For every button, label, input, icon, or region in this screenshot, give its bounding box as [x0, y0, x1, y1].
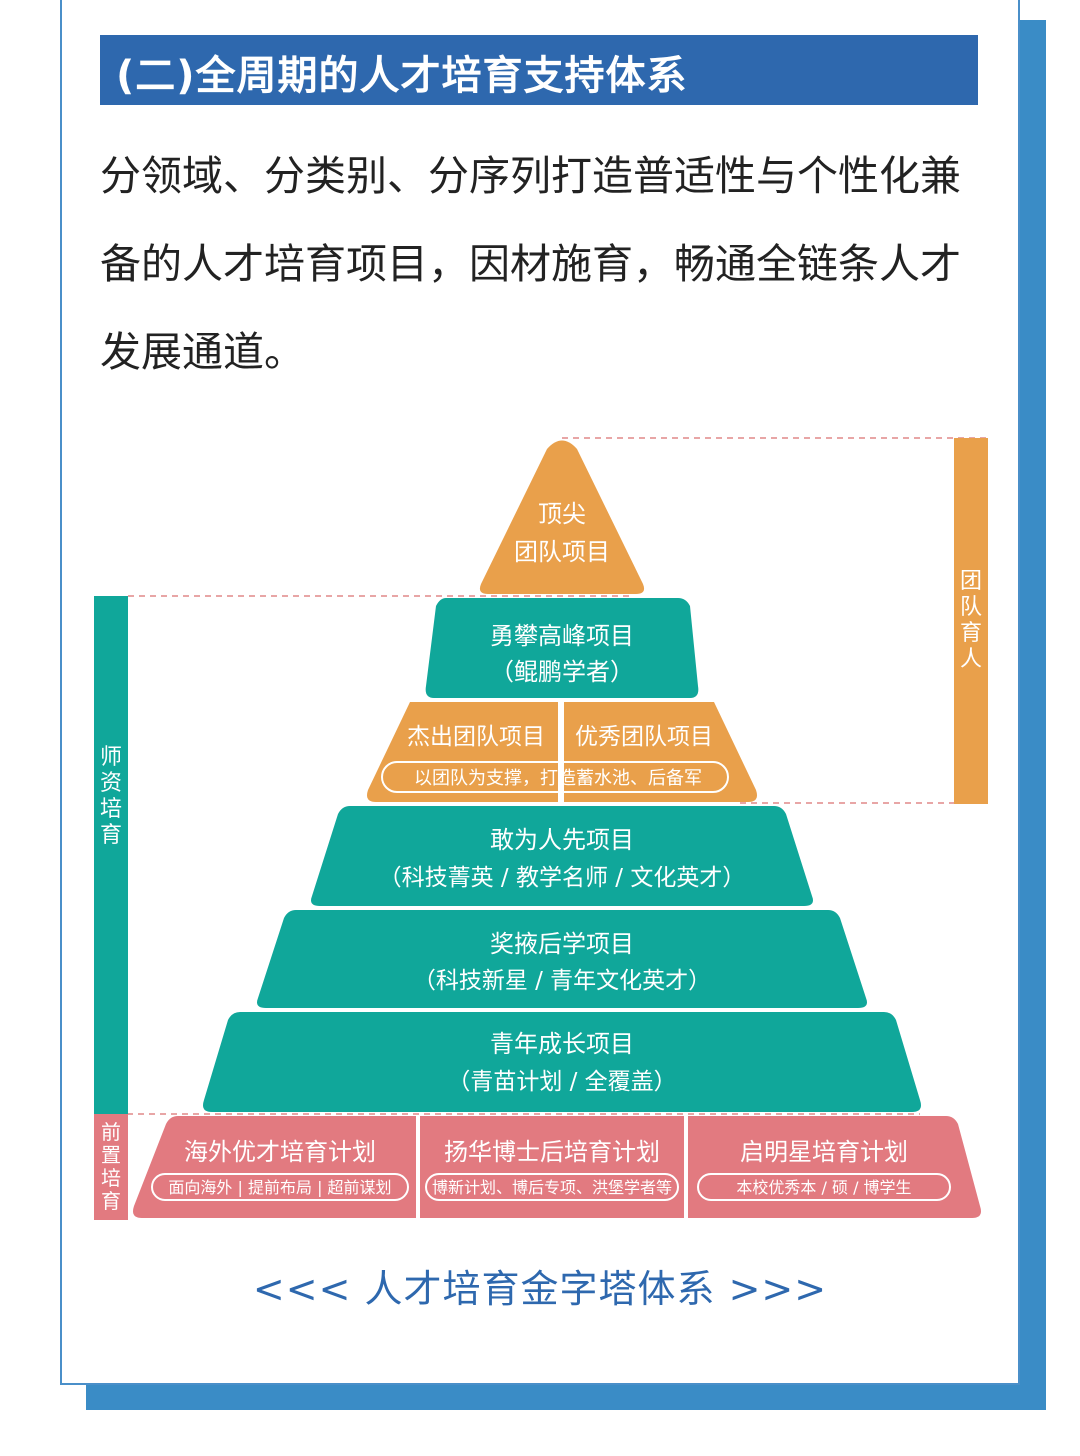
side-label-char: 置 [101, 1143, 121, 1167]
base-title: 启明星培育计划 [740, 1138, 908, 1166]
base-sub-pill [425, 1173, 679, 1201]
base-segment-postdoc [420, 1116, 684, 1218]
base-sub-label: 面向海外 | 提前布局 | 超前谋划 [168, 1178, 391, 1197]
base-title: 扬华博士后培育计划 [444, 1138, 660, 1166]
side-label-char: 培 [101, 1166, 121, 1190]
side-label-char: 资 [100, 771, 122, 796]
team-left-segment [367, 702, 558, 802]
team-side-bar [954, 438, 988, 804]
base-title: 海外优才培育计划 [184, 1138, 376, 1166]
faculty-side-label: 师 资 培 育 [100, 745, 122, 848]
pioneer-segment [311, 806, 813, 906]
side-label-char: 培 [100, 797, 122, 822]
reward-segment [257, 910, 867, 1008]
team-side-label: 团 队 育 人 [960, 569, 982, 672]
guide-lines [94, 437, 988, 1115]
youth-label: （青苗计划 / 全覆盖） [447, 1069, 676, 1095]
pioneer-label: （科技菁英 / 教学名师 / 文化英才） [379, 865, 746, 891]
pioneer-label: 敢为人先项目 [490, 826, 634, 854]
diagram-caption: <<< 人才培育金字塔体系 >>> [252, 1267, 828, 1311]
base-segment-qimingxing [688, 1116, 981, 1218]
peak-segment [425, 598, 699, 698]
pre-side-bar [94, 1114, 128, 1220]
team-right-segment [564, 702, 757, 802]
top-team-label: 顶尖 [538, 500, 586, 528]
peak-label: 勇攀高峰项目 [490, 622, 634, 650]
side-label-char: 队 [960, 595, 982, 620]
base-segment-overseas [133, 1116, 416, 1218]
team-sub-label: 以团队为支撑，打造蓄水池、后备军 [414, 768, 702, 789]
team-left-label: 杰出团队项目 [407, 724, 545, 750]
reward-label: 奖掖后学项目 [490, 930, 634, 958]
side-label-char: 育 [100, 823, 122, 848]
intro-line: 备的人才培育项目，因材施育，畅通全链条人才 [100, 240, 961, 288]
base-sub-label: 博新计划、博后专项、洪堡学者等 [432, 1178, 672, 1197]
section-title-bar: (二)全周期的人才培育支持体系 [100, 35, 978, 105]
top-team-label: 团队项目 [514, 538, 610, 566]
intro-line: 分领域、分类别、分序列打造普适性与个性化兼 [100, 152, 961, 200]
youth-label: 青年成长项目 [490, 1030, 634, 1058]
team-sub-pill [381, 761, 729, 793]
side-label-char: 育 [960, 621, 982, 646]
youth-segment [203, 1012, 921, 1112]
reward-label: （科技新星 / 青年文化英才） [413, 968, 711, 994]
side-label-char: 育 [101, 1189, 121, 1213]
base-sub-label: 本校优秀本 / 硕 / 博学生 [736, 1178, 911, 1197]
faculty-side-bar [94, 596, 128, 1114]
base-sub-pill [151, 1173, 409, 1201]
side-label-char: 团 [960, 569, 982, 594]
section-title: (二)全周期的人才培育支持体系 [116, 53, 688, 99]
peak-label: （鲲鹏学者） [490, 658, 634, 686]
top-team-segment [479, 440, 645, 594]
team-right-label: 优秀团队项目 [575, 724, 713, 750]
base-sub-pill [697, 1173, 951, 1201]
pre-side-label: 前 置 培 育 [101, 1120, 121, 1213]
side-label-char: 人 [960, 647, 982, 672]
intro-line: 发展通道。 [100, 328, 305, 376]
intro-paragraph: 分领域、分类别、分序列打造普适性与个性化兼 备的人才培育项目，因材施育，畅通全链… [100, 132, 984, 396]
side-label-char: 前 [101, 1120, 121, 1144]
side-label-char: 师 [100, 745, 122, 770]
